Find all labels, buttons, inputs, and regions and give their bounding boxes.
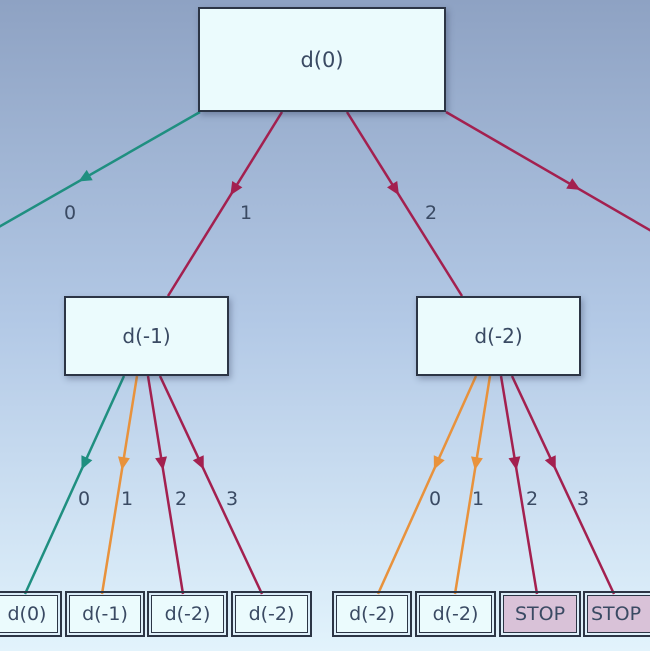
leaf-node: d(-2) [332,591,412,637]
tree-edge [345,111,464,297]
arrowhead-icon [81,455,93,470]
arrowhead-icon [433,455,445,470]
tree-edge [158,375,264,595]
edge-label: 0 [64,202,77,224]
tree-edge [166,111,284,297]
arrowhead-icon [471,456,483,471]
leaf-stop-node: STOP [583,591,650,637]
edge-label: 2 [175,488,188,510]
root-node: d(0) [198,7,446,112]
arrowhead-icon [155,456,167,471]
arrowhead-icon [192,455,204,470]
leaf-node: d(-1) [65,591,145,637]
edge-label: 0 [78,488,91,510]
tree-edge [23,375,126,595]
leaf-label: STOP [514,603,566,625]
leaf-label: d(-2) [164,603,211,625]
arrowhead-icon [387,181,400,196]
leaf-label: STOP [591,603,642,625]
tree-edge [376,375,478,595]
arrowhead-icon [230,181,243,196]
leaf-node: d(0) [0,591,62,637]
edge-label: 2 [425,202,438,224]
edge-label: 3 [226,488,239,510]
node-label: d(-2) [474,324,523,348]
edge-label: 1 [472,488,485,510]
tree-edge [0,110,201,228]
leaf-label: d(-1) [82,603,128,625]
arrowhead-icon [118,456,130,471]
arrowhead-icon [544,455,556,470]
arrowhead-icon [78,169,93,182]
tree-edge [445,110,650,232]
leaf-node: d(-2) [147,591,228,637]
leaf-node: d(-2) [231,591,312,637]
arrowhead-icon [508,456,521,471]
tree-edge [499,375,539,595]
root-node-label: d(0) [300,47,344,72]
tree-edge [453,375,492,595]
leaf-label: d(-2) [248,603,295,625]
tree-edge [146,375,185,595]
leaf-stop-node: STOP [499,591,581,637]
edge-label: 1 [240,202,253,224]
leaf-label: d(-2) [432,603,479,625]
leaf-node: d(-2) [415,591,496,637]
arrowhead-icon [566,178,581,190]
edge-label: 1 [121,488,134,510]
tree-edge [510,375,616,595]
node-d-minus-1: d(-1) [64,296,229,376]
edge-label: 3 [577,488,590,510]
edge-label: 0 [429,488,442,510]
leaf-label: d(-2) [349,603,395,625]
leaf-label: d(0) [7,603,47,625]
node-d-minus-2: d(-2) [416,296,581,376]
node-label: d(-1) [122,324,171,348]
tree-edge [100,375,139,595]
edge-label: 2 [526,488,539,510]
